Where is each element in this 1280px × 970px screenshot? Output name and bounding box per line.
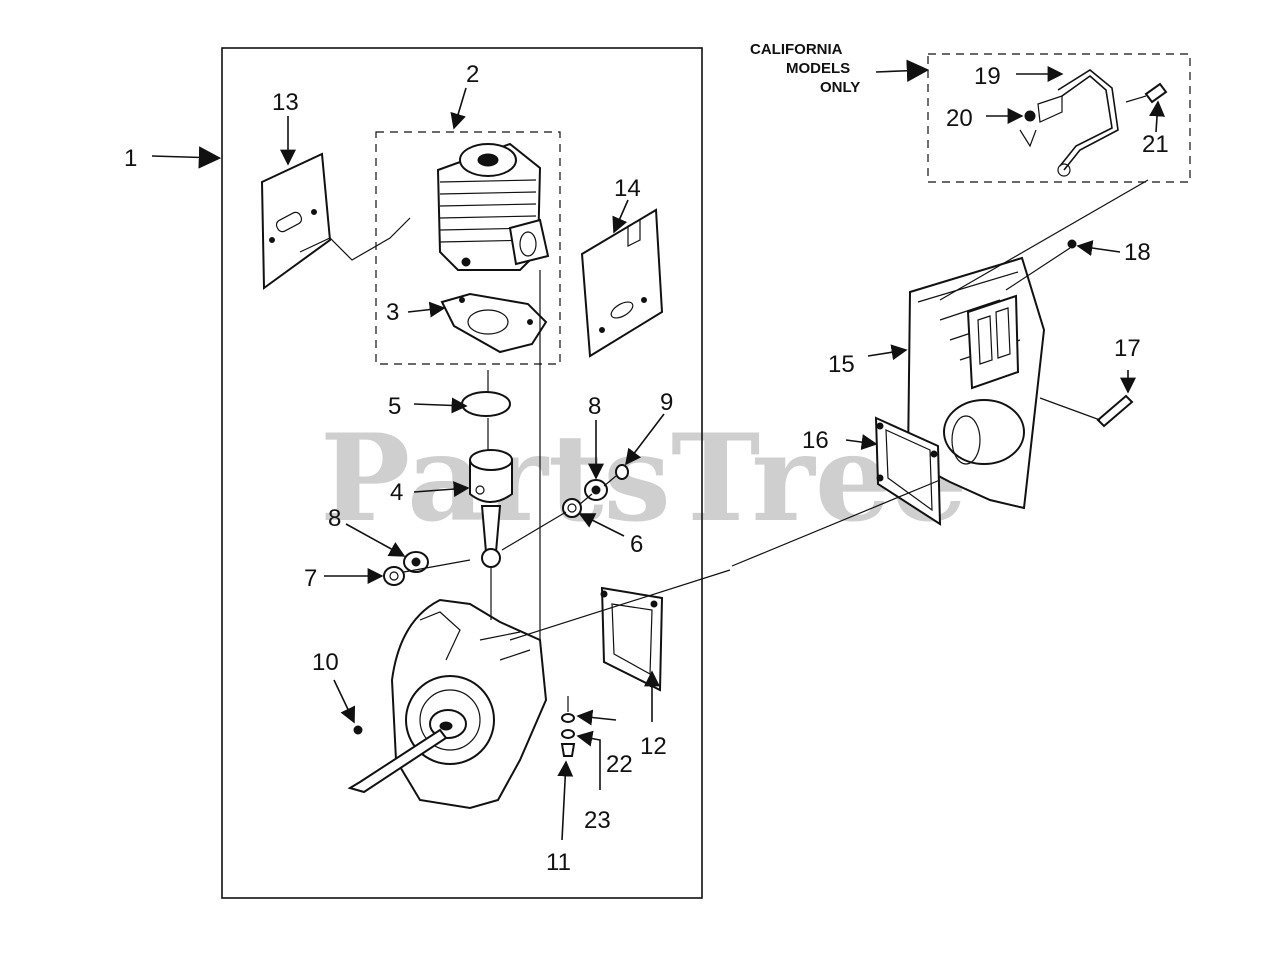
part-15-housing [906, 256, 1046, 510]
part-10-screw [353, 725, 363, 735]
part-4-piston [469, 449, 513, 568]
part-8-washer-right [584, 479, 608, 501]
part-7-bearing [383, 566, 405, 586]
part-22-washer [561, 713, 575, 723]
label-part-4: 4 [390, 479, 403, 506]
engine-assembly-frame [221, 47, 703, 899]
label-part-9: 9 [660, 389, 673, 416]
label-part-19: 19 [974, 63, 1001, 90]
part-19-tube [1057, 69, 1119, 177]
label-part-8b: 8 [328, 505, 341, 532]
label-part-1: 1 [124, 145, 137, 172]
part-14-gasket [580, 208, 664, 358]
label-part-18: 18 [1124, 239, 1151, 266]
label-part-7: 7 [304, 565, 317, 592]
label-part-13: 13 [272, 89, 299, 116]
part-17-bolt [1096, 394, 1134, 428]
label-part-11: 11 [546, 849, 571, 876]
label-part-2: 2 [466, 61, 479, 88]
label-part-17: 17 [1114, 335, 1141, 362]
label-part-20: 20 [946, 105, 973, 132]
label-part-5: 5 [388, 393, 401, 420]
leader-arrows [151, 59, 1166, 841]
california-note: CALIFORNIA MODELS ONLY [750, 41, 860, 96]
part-21-screw [1125, 82, 1168, 104]
part-18-screw [1067, 239, 1077, 249]
california-note-line-1: CALIFORNIA [750, 41, 843, 58]
part-13-gasket [260, 152, 411, 290]
label-part-6: 6 [630, 531, 643, 558]
part-2-cylinder [436, 142, 550, 271]
part-11-screw [560, 743, 576, 757]
part-8-washer-left [403, 551, 429, 573]
label-part-12: 12 [640, 733, 667, 760]
part-5-piston-ring [461, 391, 511, 417]
label-part-23: 23 [584, 807, 611, 834]
label-part-8a: 8 [588, 393, 601, 420]
label-part-21: 21 [1142, 131, 1169, 158]
cylinder-kit-frame [375, 131, 561, 365]
part-23-washer [561, 729, 575, 739]
part-6-bearing [562, 498, 582, 518]
label-part-16: 16 [802, 427, 829, 454]
california-kit-frame [927, 53, 1191, 183]
california-note-line-2: MODELS [786, 60, 850, 77]
label-part-3: 3 [386, 299, 399, 326]
label-part-10: 10 [312, 649, 339, 676]
label-part-22: 22 [606, 751, 633, 778]
part-9-clip [615, 464, 629, 480]
part-12-gasket [600, 586, 664, 692]
part-3-gasket [440, 292, 548, 354]
label-part-14: 14 [614, 175, 641, 202]
part-16-gasket [874, 416, 942, 526]
part-11-crankcase [347, 598, 548, 810]
label-part-15: 15 [828, 351, 855, 378]
watermark-text: PartsTree [320, 408, 967, 549]
part-20-bracket [1019, 95, 1063, 148]
california-note-line-3: ONLY [820, 79, 860, 96]
